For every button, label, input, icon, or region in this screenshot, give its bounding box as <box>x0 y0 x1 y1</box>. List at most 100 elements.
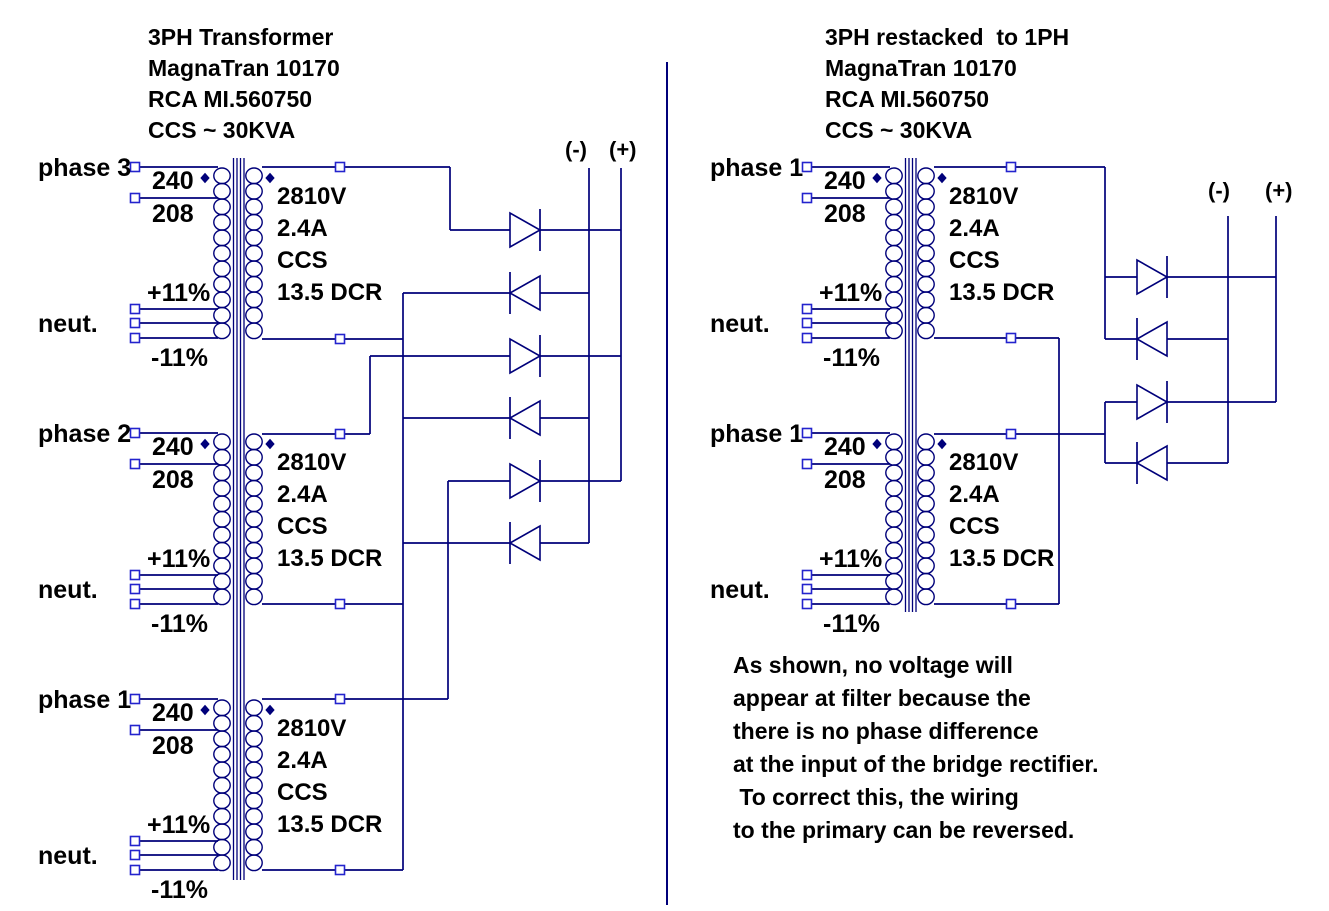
coil-turn <box>213 745 231 763</box>
diode-icon <box>509 211 542 249</box>
polarity-dot-icon <box>200 704 210 716</box>
coil-turn <box>245 730 263 748</box>
coil-turn <box>917 213 935 231</box>
coil-turn <box>917 479 935 497</box>
tap-minus11-label: -11% <box>823 344 880 372</box>
caption-line: As shown, no voltage will <box>733 652 1013 678</box>
terminal-square <box>801 161 813 173</box>
polarity-dot-icon <box>200 172 210 184</box>
coil-turn <box>213 588 231 606</box>
coil-turn <box>917 433 935 451</box>
terminal-square <box>334 428 346 440</box>
right-title-line: 3PH restacked to 1PH <box>825 24 1070 50</box>
coil-turn <box>885 588 903 606</box>
coil-turn <box>917 464 935 482</box>
coil-turn <box>917 182 935 200</box>
diode-icon <box>509 337 542 375</box>
coil-turn <box>885 306 903 324</box>
coil-turn <box>245 823 263 841</box>
coil-turn <box>885 526 903 544</box>
tap-240-label: 240 <box>152 433 194 461</box>
terminal-square <box>334 161 346 173</box>
terminal-square <box>801 598 813 610</box>
coil-turn <box>245 433 263 451</box>
coil-turn <box>917 291 935 309</box>
caption-line: appear at filter because the <box>733 685 1031 711</box>
polarity-dot-icon <box>265 438 275 450</box>
secondary-current-label: 2.4A <box>949 481 1000 508</box>
phase-label: phase 1 <box>38 686 132 714</box>
neutral-label: neut. <box>38 310 98 338</box>
coil-turn <box>213 838 231 856</box>
coil-turn <box>917 541 935 559</box>
coil-turn <box>245 167 263 185</box>
coil-turn <box>885 167 903 185</box>
coil-turn <box>917 510 935 528</box>
secondary-rating-label: CCS <box>949 247 1000 274</box>
coil-turn <box>885 244 903 262</box>
terminal-square <box>334 333 346 345</box>
phase-label: phase 3 <box>38 154 132 182</box>
tap-minus11-label: -11% <box>151 610 208 638</box>
secondary-voltage-label: 2810V <box>949 183 1019 210</box>
coil-turn <box>245 854 263 872</box>
coil-turn <box>213 541 231 559</box>
coil-turn <box>213 260 231 278</box>
coil-turn <box>245 761 263 779</box>
terminal-square <box>801 458 813 470</box>
coil-turn <box>245 572 263 590</box>
terminal-square <box>129 864 141 876</box>
coil-turn <box>885 213 903 231</box>
coil-turn <box>213 448 231 466</box>
right-title-line: MagnaTran 10170 <box>825 55 1017 81</box>
phase-label: phase 1 <box>710 154 804 182</box>
secondary-current-label: 2.4A <box>277 215 328 242</box>
tap-minus11-label: -11% <box>823 610 880 638</box>
neutral-label: neut. <box>710 576 770 604</box>
polarity-dot-icon <box>872 172 882 184</box>
terminal-square <box>1005 598 1017 610</box>
left-title-line: MagnaTran 10170 <box>148 55 340 81</box>
coil-turn <box>245 838 263 856</box>
coil-turn <box>245 260 263 278</box>
caption-line: To correct this, the wiring <box>733 784 1019 810</box>
right-title-line: RCA MI.560750 <box>825 86 990 112</box>
phase-label: phase 2 <box>38 420 132 448</box>
coil-turn <box>885 572 903 590</box>
diode-icon <box>509 462 542 500</box>
left-title-line: 3PH Transformer <box>148 24 334 50</box>
coil-turn <box>245 807 263 825</box>
terminal-square <box>129 192 141 204</box>
caption-line: at the input of the bridge rectifier. <box>733 751 1099 777</box>
coil-turn <box>885 495 903 513</box>
terminal-square <box>129 161 141 173</box>
coil-turn <box>245 244 263 262</box>
coil-turn <box>885 557 903 575</box>
secondary-rating-label: CCS <box>277 513 328 540</box>
secondary-current-label: 2.4A <box>277 747 328 774</box>
coil-turn <box>213 275 231 293</box>
tap-minus11-label: -11% <box>151 876 208 904</box>
terminal-square <box>129 598 141 610</box>
coil-turn <box>245 510 263 528</box>
coil-turn <box>917 448 935 466</box>
terminal-square <box>129 849 141 861</box>
coil-turn <box>213 807 231 825</box>
tap-plus11-label: +11% <box>147 811 211 839</box>
coil-turn <box>885 479 903 497</box>
coil-turn <box>245 291 263 309</box>
coil-turn <box>245 495 263 513</box>
diode-icon <box>1135 320 1168 358</box>
terminal-square <box>801 569 813 581</box>
secondary-dcr-label: 13.5 DCR <box>277 811 383 838</box>
coil-turn <box>213 433 231 451</box>
caption-line: to the primary can be reversed. <box>733 817 1075 843</box>
coil-turn <box>917 198 935 216</box>
terminal-square <box>129 458 141 470</box>
terminal-square <box>801 332 813 344</box>
coil-turn <box>885 229 903 247</box>
tap-240-label: 240 <box>152 167 194 195</box>
secondary-dcr-label: 13.5 DCR <box>949 545 1055 572</box>
terminal-square <box>334 864 346 876</box>
